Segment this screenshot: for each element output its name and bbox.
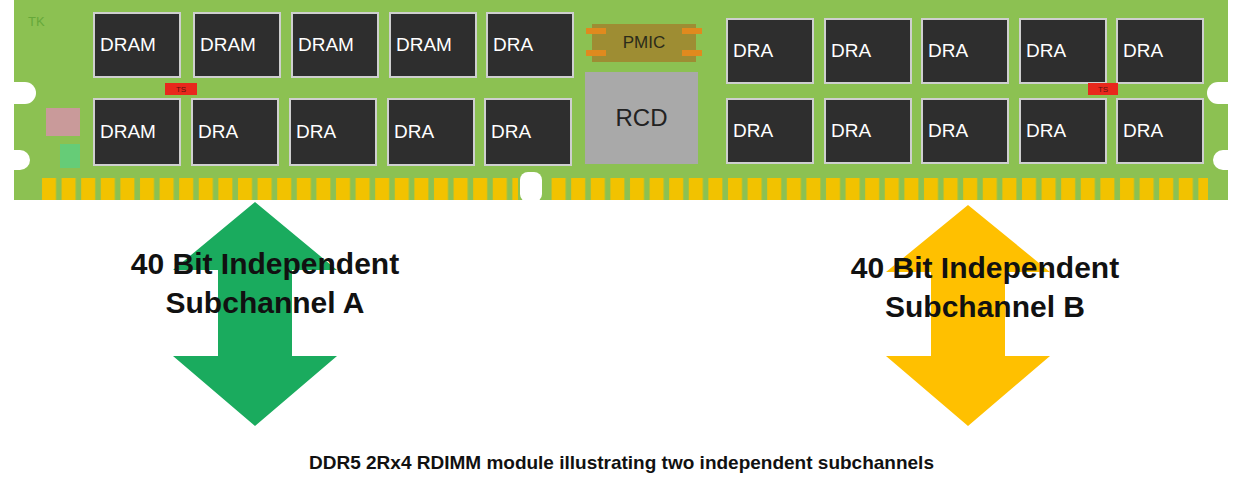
dram-chip: DRA	[1019, 18, 1107, 84]
chip-label: DRA	[1123, 40, 1163, 62]
chip-label: TS	[1098, 85, 1108, 94]
dram-chip: DRA	[1116, 18, 1204, 84]
pmic-pad	[682, 28, 702, 34]
side-notch	[0, 82, 36, 104]
chip-label: DRA	[1026, 120, 1066, 142]
figure-caption: DDR5 2Rx4 RDIMM module illustrating two …	[0, 452, 1243, 474]
dram-chip: DRA	[726, 98, 814, 164]
subchannel-label: 40 Bit Independent Subchannel B	[805, 248, 1165, 326]
dram-chip: DRA	[191, 98, 279, 166]
dram-chip: DRA	[289, 98, 377, 166]
chip-label: DRA	[928, 120, 968, 142]
board-marking: TK	[28, 14, 68, 29]
dram-chip: DRA	[921, 98, 1009, 164]
pmic-pad	[586, 28, 606, 34]
chip-label: DRA	[491, 121, 531, 143]
chip-label: DRA	[198, 121, 238, 143]
chip-label: DRA	[928, 40, 968, 62]
component-pad	[46, 108, 80, 136]
dram-chip: DRAM	[389, 12, 477, 78]
dram-chip: DRAM	[93, 12, 181, 78]
side-notch	[1207, 82, 1243, 104]
chip-label: DRA	[1123, 120, 1163, 142]
pmic-pad	[682, 50, 702, 56]
gold-contacts	[548, 178, 1208, 200]
chip-label: DRA	[1026, 40, 1066, 62]
pcb-board	[14, 0, 1228, 200]
side-notch	[1213, 150, 1243, 170]
dram-chip: DRA	[921, 18, 1009, 84]
dram-chip: DRAM	[193, 12, 281, 78]
chip-label: DRAM	[298, 34, 354, 56]
chip-label: PMIC	[623, 33, 666, 53]
chip-label: DRA	[733, 120, 773, 142]
gold-contacts	[40, 178, 518, 200]
dram-chip: DRAM	[291, 12, 379, 78]
chip-label: DRA	[493, 34, 533, 56]
chip-label: RCD	[616, 104, 668, 132]
chip-label: TS	[176, 85, 186, 94]
chip-label: DRAM	[396, 34, 452, 56]
dram-chip: DRA	[1116, 98, 1204, 164]
side-notch	[0, 150, 30, 170]
dram-chip: DRA	[824, 18, 912, 84]
dram-chip: DRA	[484, 98, 572, 166]
rcd-chip: RCD	[585, 72, 698, 164]
chip-label: DRAM	[200, 34, 256, 56]
chip-label: DRA	[831, 40, 871, 62]
dram-chip: DRA	[486, 12, 574, 78]
temp-sensor: TS	[165, 83, 197, 95]
key-notch	[520, 172, 542, 202]
pmic-pad	[586, 50, 606, 56]
chip-label: DRA	[296, 121, 336, 143]
dram-chip: DRA	[824, 98, 912, 164]
component-pad	[60, 144, 80, 168]
dram-chip: DRA	[1019, 98, 1107, 164]
chip-label: DRA	[831, 120, 871, 142]
dram-chip: DRA	[387, 98, 475, 166]
dram-chip: DRAM	[93, 98, 181, 166]
pmic-body	[592, 24, 696, 62]
chip-label: DRA	[733, 40, 773, 62]
chip-label: DRAM	[100, 121, 156, 143]
pmic-chip: PMIC	[606, 26, 682, 60]
dram-chip: DRA	[726, 18, 814, 84]
subchannel-label: 40 Bit Independent Subchannel A	[90, 244, 440, 322]
chip-label: DRAM	[100, 34, 156, 56]
temp-sensor: TS	[1088, 83, 1118, 95]
chip-label: DRA	[394, 121, 434, 143]
